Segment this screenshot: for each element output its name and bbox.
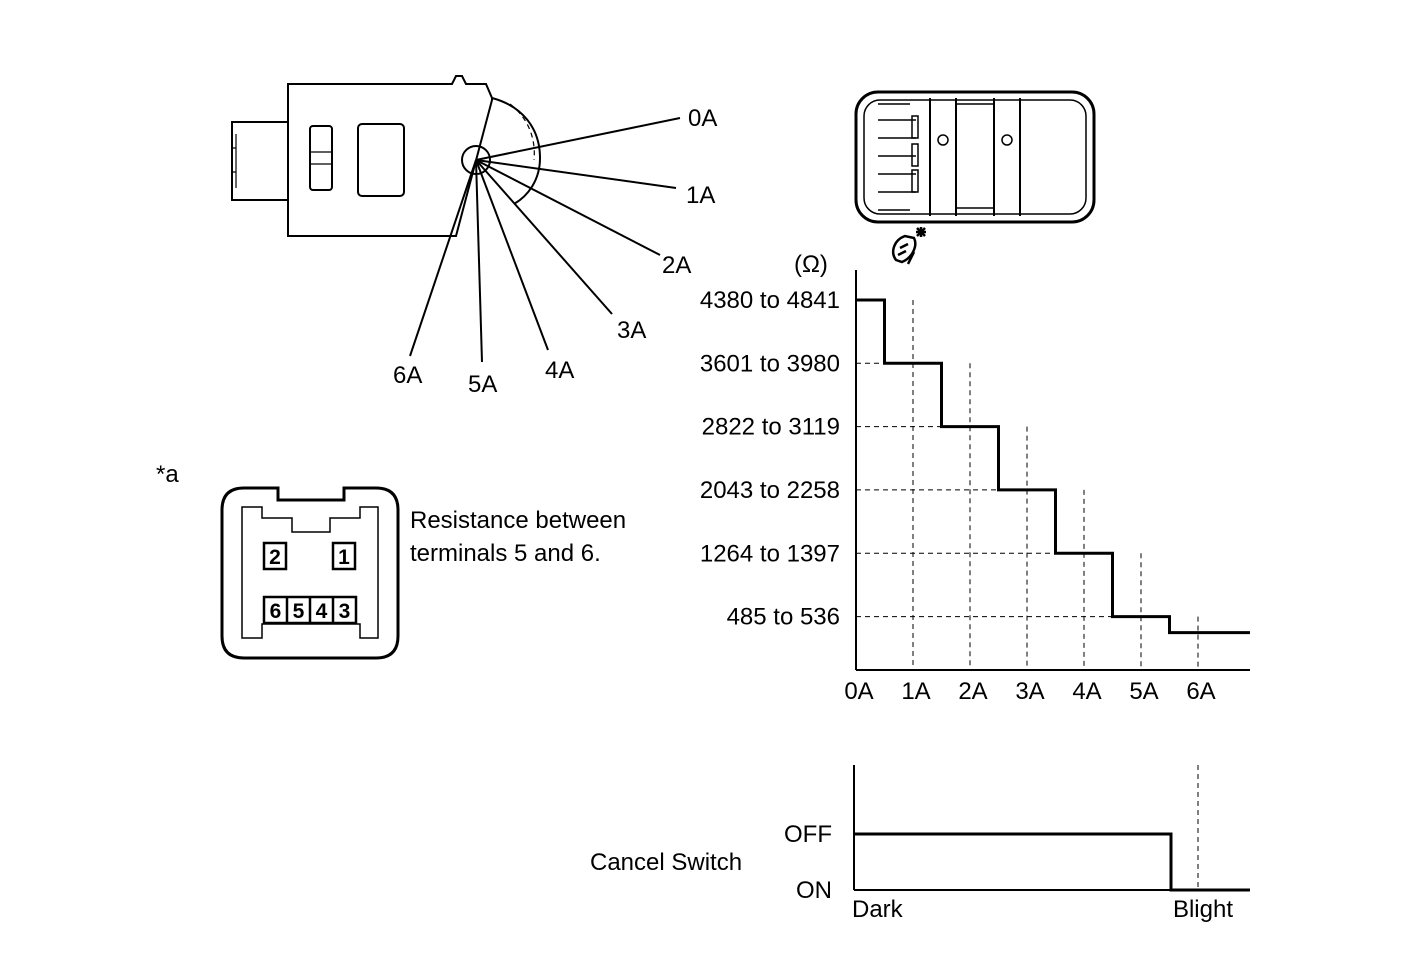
position-label-4a: 4A <box>545 357 574 384</box>
cancel-switch-title: Cancel Switch <box>590 849 742 876</box>
resistance-category-label: 1A <box>901 678 930 705</box>
resistance-tick-label: 4380 to 4841 <box>700 287 840 314</box>
rotary-switch-drawing <box>231 75 542 237</box>
position-label-2a: 2A <box>662 252 691 279</box>
resistance-chart: (Ω) 4380 to 4841 3601 to 3980 2822 to 3119… <box>700 251 1250 705</box>
pin-label: 3 <box>339 600 351 623</box>
position-labels: 0A 1A 2A 3A 4A 5A 6A <box>393 105 717 398</box>
resistance-category-label: 5A <box>1129 678 1158 705</box>
resistance-category-label: 0A <box>844 678 873 705</box>
pin-label: 2 <box>269 546 281 569</box>
cancel-switch-state-label: OFF <box>784 821 832 848</box>
resistance-tick-label: 1264 to 1397 <box>700 540 840 567</box>
light-sensor-drawing <box>854 90 1096 224</box>
cancel-switch-x-label: Dark <box>852 896 904 923</box>
position-label-3a: 3A <box>617 317 646 344</box>
position-label-6a: 6A <box>393 362 422 389</box>
resistance-tick-label: 3601 to 3980 <box>700 350 840 377</box>
resistance-category-label: 4A <box>1072 678 1101 705</box>
resistance-category-label: 3A <box>1015 678 1044 705</box>
cancel-switch-chart: Cancel Switch OFF ON Dark Blight <box>590 765 1250 923</box>
position-leader-lines <box>409 117 681 363</box>
connector-front-view <box>220 486 400 660</box>
resistance-tick-label: 485 to 536 <box>727 604 840 631</box>
pin-label: 6 <box>270 600 282 623</box>
position-label-1a: 1A <box>686 182 715 209</box>
position-label-0a: 0A <box>688 105 717 132</box>
resistance-tick-label: 2822 to 3119 <box>702 414 840 441</box>
cancel-switch-state-line <box>854 832 1250 892</box>
connector-pin-labels: 2 1 6 5 4 3 <box>269 546 350 623</box>
position-label-5a: 5A <box>468 371 497 398</box>
resistance-note-line2: terminals 5 and 6. <box>410 540 601 567</box>
resistance-category-label: 6A <box>1186 678 1215 705</box>
headlight-symbol-icon <box>892 227 926 265</box>
resistance-step-line <box>856 298 1250 635</box>
resistance-note-line1: Resistance between <box>410 507 626 534</box>
connector-marker: *a <box>156 461 179 488</box>
pin-label: 5 <box>293 600 305 623</box>
pin-label: 1 <box>338 546 350 569</box>
resistance-unit-label: (Ω) <box>794 251 828 278</box>
cancel-switch-x-label: Blight <box>1173 896 1233 923</box>
resistance-tick-label: 2043 to 2258 <box>700 477 840 504</box>
resistance-category-label: 2A <box>958 678 987 705</box>
pin-label: 4 <box>316 600 328 623</box>
cancel-switch-state-label: ON <box>796 877 832 904</box>
